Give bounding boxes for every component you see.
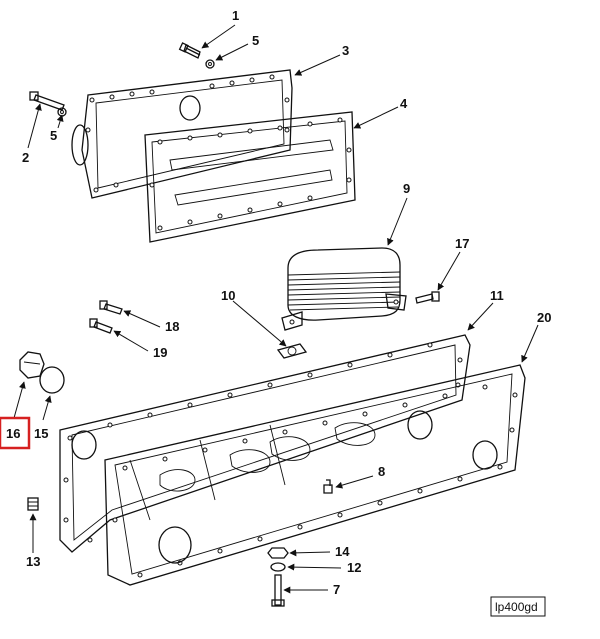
callout-10: 10 (221, 288, 235, 303)
callout-18: 18 (165, 319, 179, 334)
cooler-gasket (276, 343, 308, 359)
callout-8: 8 (378, 464, 385, 479)
upper-cover-plate (71, 69, 293, 199)
callout-7: 7 (333, 582, 340, 597)
callout-16-highlight-box (0, 416, 31, 450)
plug (19, 351, 45, 379)
callout-15: 15 (34, 426, 48, 441)
oil-cooler (281, 247, 407, 331)
callout-12: 12 (347, 560, 361, 575)
lower-gasket (104, 364, 526, 586)
washer-12 (270, 562, 286, 572)
screw-19 (89, 318, 113, 334)
screw-17 (415, 291, 440, 304)
callout-19: 19 (153, 345, 167, 360)
upper-gasket-holes (149, 117, 352, 231)
leader-lines (13, 24, 539, 594)
callout-5-left: 5 (50, 128, 57, 143)
callout-5-top: 5 (252, 33, 259, 48)
reference-code-box (490, 596, 546, 617)
lower-main-cover (59, 334, 471, 553)
callout-11: 11 (490, 288, 504, 303)
callout-9: 9 (403, 181, 410, 196)
screw-18 (99, 300, 123, 315)
callout-13: 13 (26, 554, 40, 569)
screw-8 (323, 479, 333, 494)
cap-screw-left (29, 91, 65, 111)
lower-cover-holes (63, 342, 463, 543)
reference-code: lp400gd (495, 600, 538, 614)
stud-7 (271, 574, 285, 607)
upper-gasket (144, 111, 356, 243)
fitting-13 (27, 497, 39, 511)
nut-14 (267, 547, 289, 559)
callout-14: 14 (335, 544, 350, 559)
callout-3: 3 (342, 43, 349, 58)
upper-cover-bolt-holes (85, 74, 290, 193)
callout-16: 16 (6, 426, 20, 441)
callout-20: 20 (537, 310, 551, 325)
callout-17: 17 (455, 236, 469, 251)
cap-screw-top (178, 42, 201, 59)
washer-top (205, 59, 215, 69)
seal-ring (39, 366, 65, 394)
callout-4: 4 (400, 96, 408, 111)
lower-gasket-holes (112, 384, 518, 578)
callout-1: 1 (232, 8, 239, 23)
callout-2: 2 (22, 150, 29, 165)
